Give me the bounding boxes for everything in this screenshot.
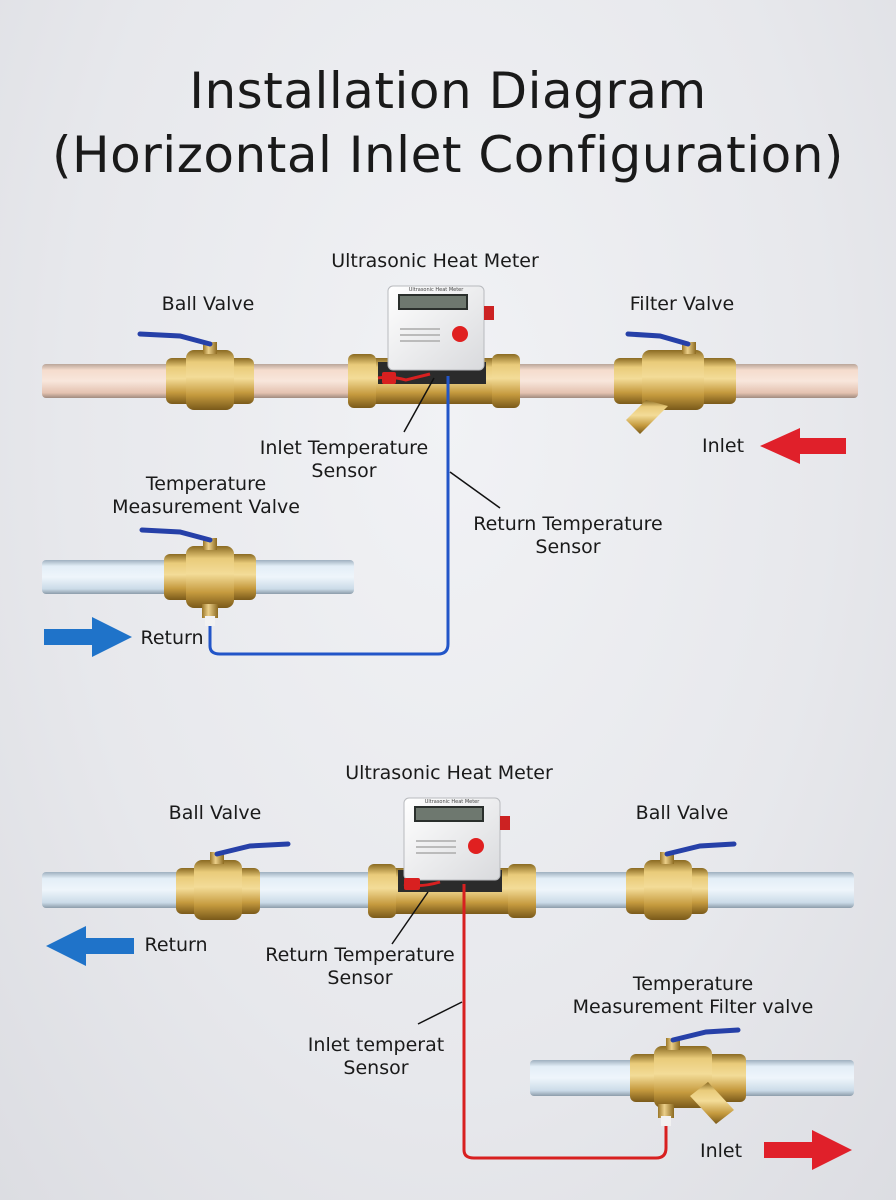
top-right-valve-label: Filter Valve (629, 293, 735, 315)
top-inlet-sensor-label: Inlet Temperature Sensor (259, 437, 429, 482)
bottom-left-ball-valve[interactable] (176, 841, 291, 920)
top-heat-meter[interactable]: Ultrasonic Heat Meter (348, 285, 520, 408)
top-measurement-valve-label: Temperature Measurement Valve (112, 473, 300, 518)
meter-button-icon[interactable] (468, 838, 484, 854)
valve-handle-icon[interactable] (137, 331, 213, 347)
inlet-sensor-cable (462, 884, 668, 1160)
bottom-heat-meter[interactable]: Ultrasonic Heat Meter (368, 797, 536, 918)
valve-handle-icon[interactable] (139, 527, 213, 543)
top-inlet-label: Inlet (701, 435, 745, 457)
valve-handle-icon[interactable] (214, 841, 291, 857)
valve-handle-icon[interactable] (670, 1027, 741, 1043)
bottom-left-valve-label: Ball Valve (168, 802, 262, 824)
page-title: Installation Diagram (189, 62, 707, 120)
top-right-filter-valve[interactable] (614, 331, 736, 434)
bottom-return-sensor-label: Return Temperature Sensor (265, 944, 455, 989)
bottom-right-valve-label: Ball Valve (635, 802, 729, 824)
top-return-label: Return (140, 627, 204, 649)
meter-screen-title: Ultrasonic Heat Meter (425, 799, 481, 805)
return-sensor-cable (208, 376, 450, 656)
top-measurement-valve[interactable] (139, 527, 256, 626)
bottom-return-label: Return (144, 934, 208, 956)
meter-screen-title: Ultrasonic Heat Meter (409, 287, 465, 293)
valve-handle-icon[interactable] (625, 331, 691, 347)
bottom-inlet-sensor-label: Inlet temperat Sensor (307, 1034, 445, 1079)
bottom-inlet-label: Inlet (699, 1140, 743, 1162)
return-arrow-icon (44, 617, 132, 657)
inlet-arrow-icon (760, 428, 846, 464)
top-return-sensor-label: Return Temperature Sensor (473, 513, 663, 558)
top-left-valve-label: Ball Valve (161, 293, 255, 315)
page-subtitle: (Horizontal Inlet Configuration) (52, 126, 844, 184)
top-diagram: Ultrasonic Heat Meter (42, 285, 858, 657)
bottom-diagram: Ultrasonic Heat Meter (42, 797, 854, 1170)
top-meter-label: Ultrasonic Heat Meter (331, 250, 539, 272)
valve-handle-icon[interactable] (664, 841, 737, 857)
inlet-arrow-icon (764, 1130, 852, 1170)
bottom-measurement-valve-label: Temperature Measurement Filter valve (572, 973, 814, 1018)
bottom-right-ball-valve[interactable] (626, 841, 737, 920)
bottom-meter-label: Ultrasonic Heat Meter (345, 762, 553, 784)
bottom-measurement-filter-valve[interactable] (630, 1027, 746, 1126)
top-left-ball-valve[interactable] (137, 331, 254, 410)
return-arrow-icon (46, 926, 134, 966)
meter-button-icon[interactable] (452, 326, 468, 342)
